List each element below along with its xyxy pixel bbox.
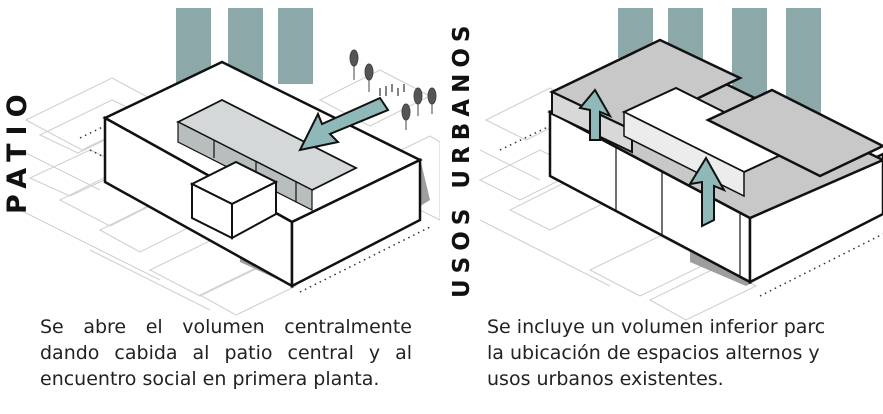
patio-diagram xyxy=(19,8,440,316)
panel-patio: PATIO Se abre el volumen centralmente da… xyxy=(0,0,440,414)
site-dotted-edges xyxy=(499,125,883,297)
panel-caption: Se abre el volumen centralmente dando ca… xyxy=(40,314,412,392)
caption-line: dando cabida al patio central y al xyxy=(40,342,412,364)
raised-block-top xyxy=(705,88,883,178)
caption-line: Se incluye un volumen inferior parc xyxy=(487,316,826,338)
up-arrow-icon xyxy=(687,156,727,228)
people-icon xyxy=(379,84,405,96)
facade-lines xyxy=(615,148,741,276)
caption-line: usos urbanos existentes. xyxy=(487,368,724,390)
usos-urbanos-diagram xyxy=(478,8,883,321)
volume-front-right xyxy=(290,158,422,289)
site-dotted-edges xyxy=(79,120,433,293)
background-towers xyxy=(176,8,313,88)
central-block-side xyxy=(231,180,277,240)
tower xyxy=(732,8,767,98)
panel-caption: Se incluye un volumen inferior parc la u… xyxy=(487,314,883,392)
tower xyxy=(278,8,313,84)
arrow-icon xyxy=(298,96,390,152)
tree-icon xyxy=(349,49,437,130)
up-arrow-icon xyxy=(578,88,613,141)
caption-line: Se abre el volumen centralmente xyxy=(40,316,412,338)
caption-line: encuentro social en primera planta. xyxy=(40,368,380,390)
panel-title: USOS URBANOS xyxy=(449,19,475,298)
panel-title: PATIO xyxy=(2,86,33,214)
panel-usos-urbanos: USOS URBANOS Se incluye un volumen infer… xyxy=(440,0,883,414)
caption-line: la ubicación de espacios alternos y xyxy=(487,342,820,364)
